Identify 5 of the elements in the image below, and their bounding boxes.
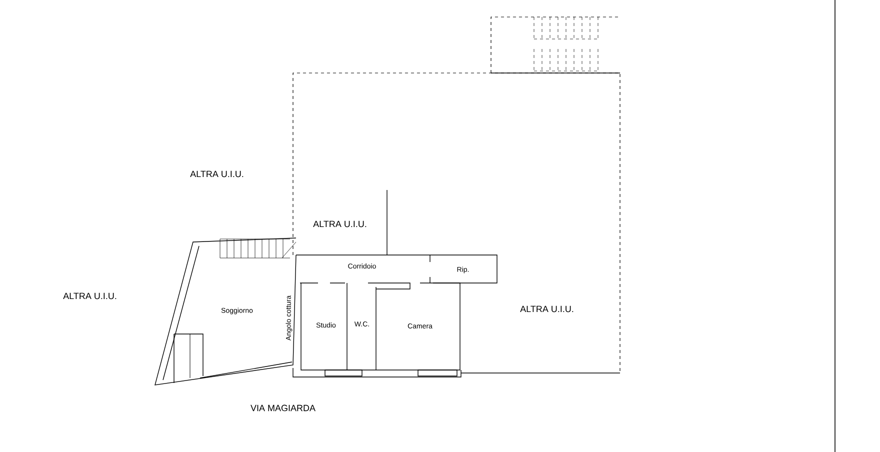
area-label: ALTRA U.I.U.	[63, 292, 116, 300]
area-label: ALTRA U.I.U.	[520, 306, 574, 312]
area-label: ALTRA U.I.U.	[313, 220, 366, 228]
street-label: VIA MAGIARDA	[250, 404, 316, 412]
area-label: ALTRA U.I.U.	[190, 170, 244, 178]
